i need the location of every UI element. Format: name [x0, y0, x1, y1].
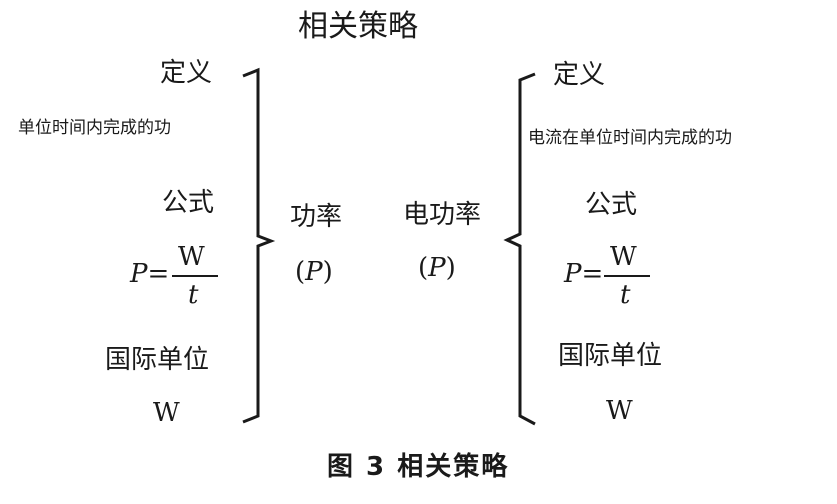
right-unit-label: 国际单位 — [558, 341, 663, 371]
right-formula-numerator: W — [610, 242, 637, 272]
right-formula-label: 公式 — [585, 190, 638, 220]
right-fraction-bar — [604, 275, 650, 277]
power-symbol: (P) — [295, 257, 333, 287]
right-unit-value: W — [606, 396, 633, 426]
left-unit-label: 国际单位 — [105, 345, 210, 375]
left-brace — [242, 67, 276, 424]
right-definition-text: 电流在单位时间内完成的功 — [528, 128, 732, 148]
left-formula-numerator: W — [178, 242, 205, 272]
left-definition-label: 定义 — [160, 58, 213, 88]
left-formula-lhs: P= — [130, 259, 170, 289]
diagram-title: 相关策略 — [298, 9, 418, 44]
power-label: 功率 — [290, 202, 343, 232]
right-formula-denominator: t — [620, 280, 631, 310]
left-fraction-bar — [172, 275, 218, 277]
electric-power-symbol: (P) — [418, 253, 456, 283]
electric-power-label: 电功率 — [403, 200, 482, 230]
figure-caption: 图 3 相关策略 — [327, 452, 510, 482]
left-formula-denominator: t — [188, 280, 199, 310]
left-definition-text: 单位时间内完成的功 — [18, 118, 171, 138]
right-definition-label: 定义 — [553, 60, 606, 90]
left-unit-value: W — [153, 398, 180, 428]
right-formula-lhs: P= — [564, 259, 604, 289]
left-formula-label: 公式 — [162, 188, 215, 218]
right-brace — [503, 72, 536, 426]
